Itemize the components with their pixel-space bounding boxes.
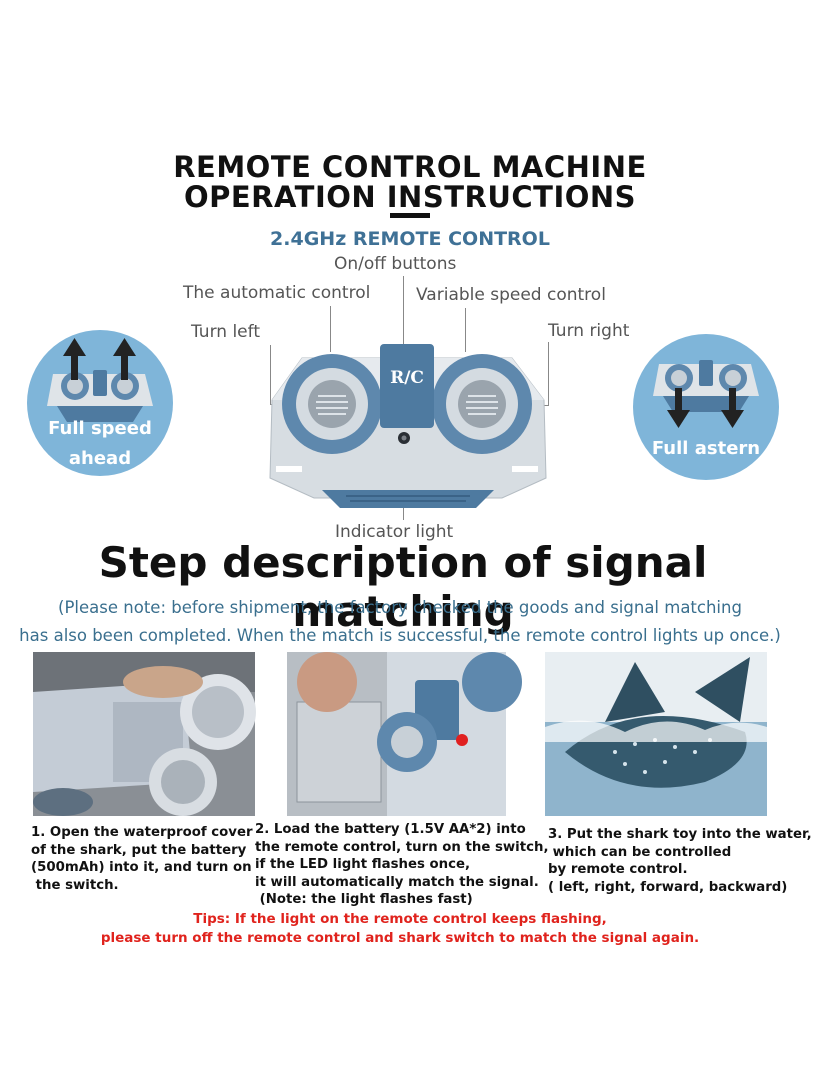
label-turn-left: Turn left bbox=[191, 322, 260, 342]
label-automatic-control: The automatic control bbox=[183, 283, 371, 303]
page-subtitle: 2.4GHz REMOTE CONTROL bbox=[270, 228, 550, 250]
shark-battery-photo bbox=[33, 652, 256, 816]
tips-line1: Tips: If the light on the remote control… bbox=[193, 911, 607, 927]
full-speed-ahead-circle bbox=[27, 330, 173, 476]
label-variable-speed: Variable speed control bbox=[416, 285, 606, 305]
shark-in-water-photo bbox=[545, 652, 767, 816]
leader-line-on-off bbox=[403, 276, 404, 346]
step3-photo bbox=[545, 652, 767, 816]
signal-matching-heading: Step description of signal matching bbox=[98, 538, 708, 636]
full-astern-circle bbox=[633, 334, 779, 480]
leader-line-automatic bbox=[330, 306, 331, 352]
title-underline bbox=[390, 213, 430, 218]
label-indicator-light: Indicator light bbox=[335, 522, 454, 542]
step1-text: 1. Open the waterproof cover of the shar… bbox=[31, 825, 253, 893]
remote-battery-photo bbox=[287, 652, 522, 816]
full-astern-label: Full astern bbox=[651, 438, 761, 459]
forward-arrows-remote-icon bbox=[47, 338, 153, 422]
remote-control-illustration: R/C bbox=[262, 340, 554, 516]
page-title-line2: OPERATION INSTRUCTIONS bbox=[183, 180, 637, 214]
page-title-line1: REMOTE CONTROL MACHINE bbox=[173, 150, 647, 184]
leader-line-left-v bbox=[270, 345, 271, 405]
label-on-off: On/off buttons bbox=[334, 254, 457, 274]
backward-arrows-remote-icon bbox=[653, 360, 759, 428]
step1-photo bbox=[33, 652, 256, 816]
remote-logo: R/C bbox=[390, 368, 424, 388]
tips-line2: please turn off the remote control and s… bbox=[100, 930, 700, 946]
note-line1: (Please note: before shipment, the facto… bbox=[58, 598, 742, 617]
full-speed-label-line1: Full speed bbox=[48, 418, 152, 439]
step2-text: 2. Load the battery (1.5V AA*2) into the… bbox=[255, 822, 549, 907]
remote-control-drawing bbox=[269, 344, 547, 508]
step3-text: 3. Put the shark toy into the water, whi… bbox=[548, 827, 812, 895]
leader-line-variable bbox=[465, 308, 466, 352]
step2-photo bbox=[287, 652, 522, 816]
full-speed-label-line2: ahead bbox=[68, 448, 132, 469]
leader-line-right-v bbox=[548, 342, 549, 406]
note-line2: has also been completed. When the match … bbox=[19, 626, 781, 645]
label-turn-right: Turn right bbox=[548, 321, 630, 341]
